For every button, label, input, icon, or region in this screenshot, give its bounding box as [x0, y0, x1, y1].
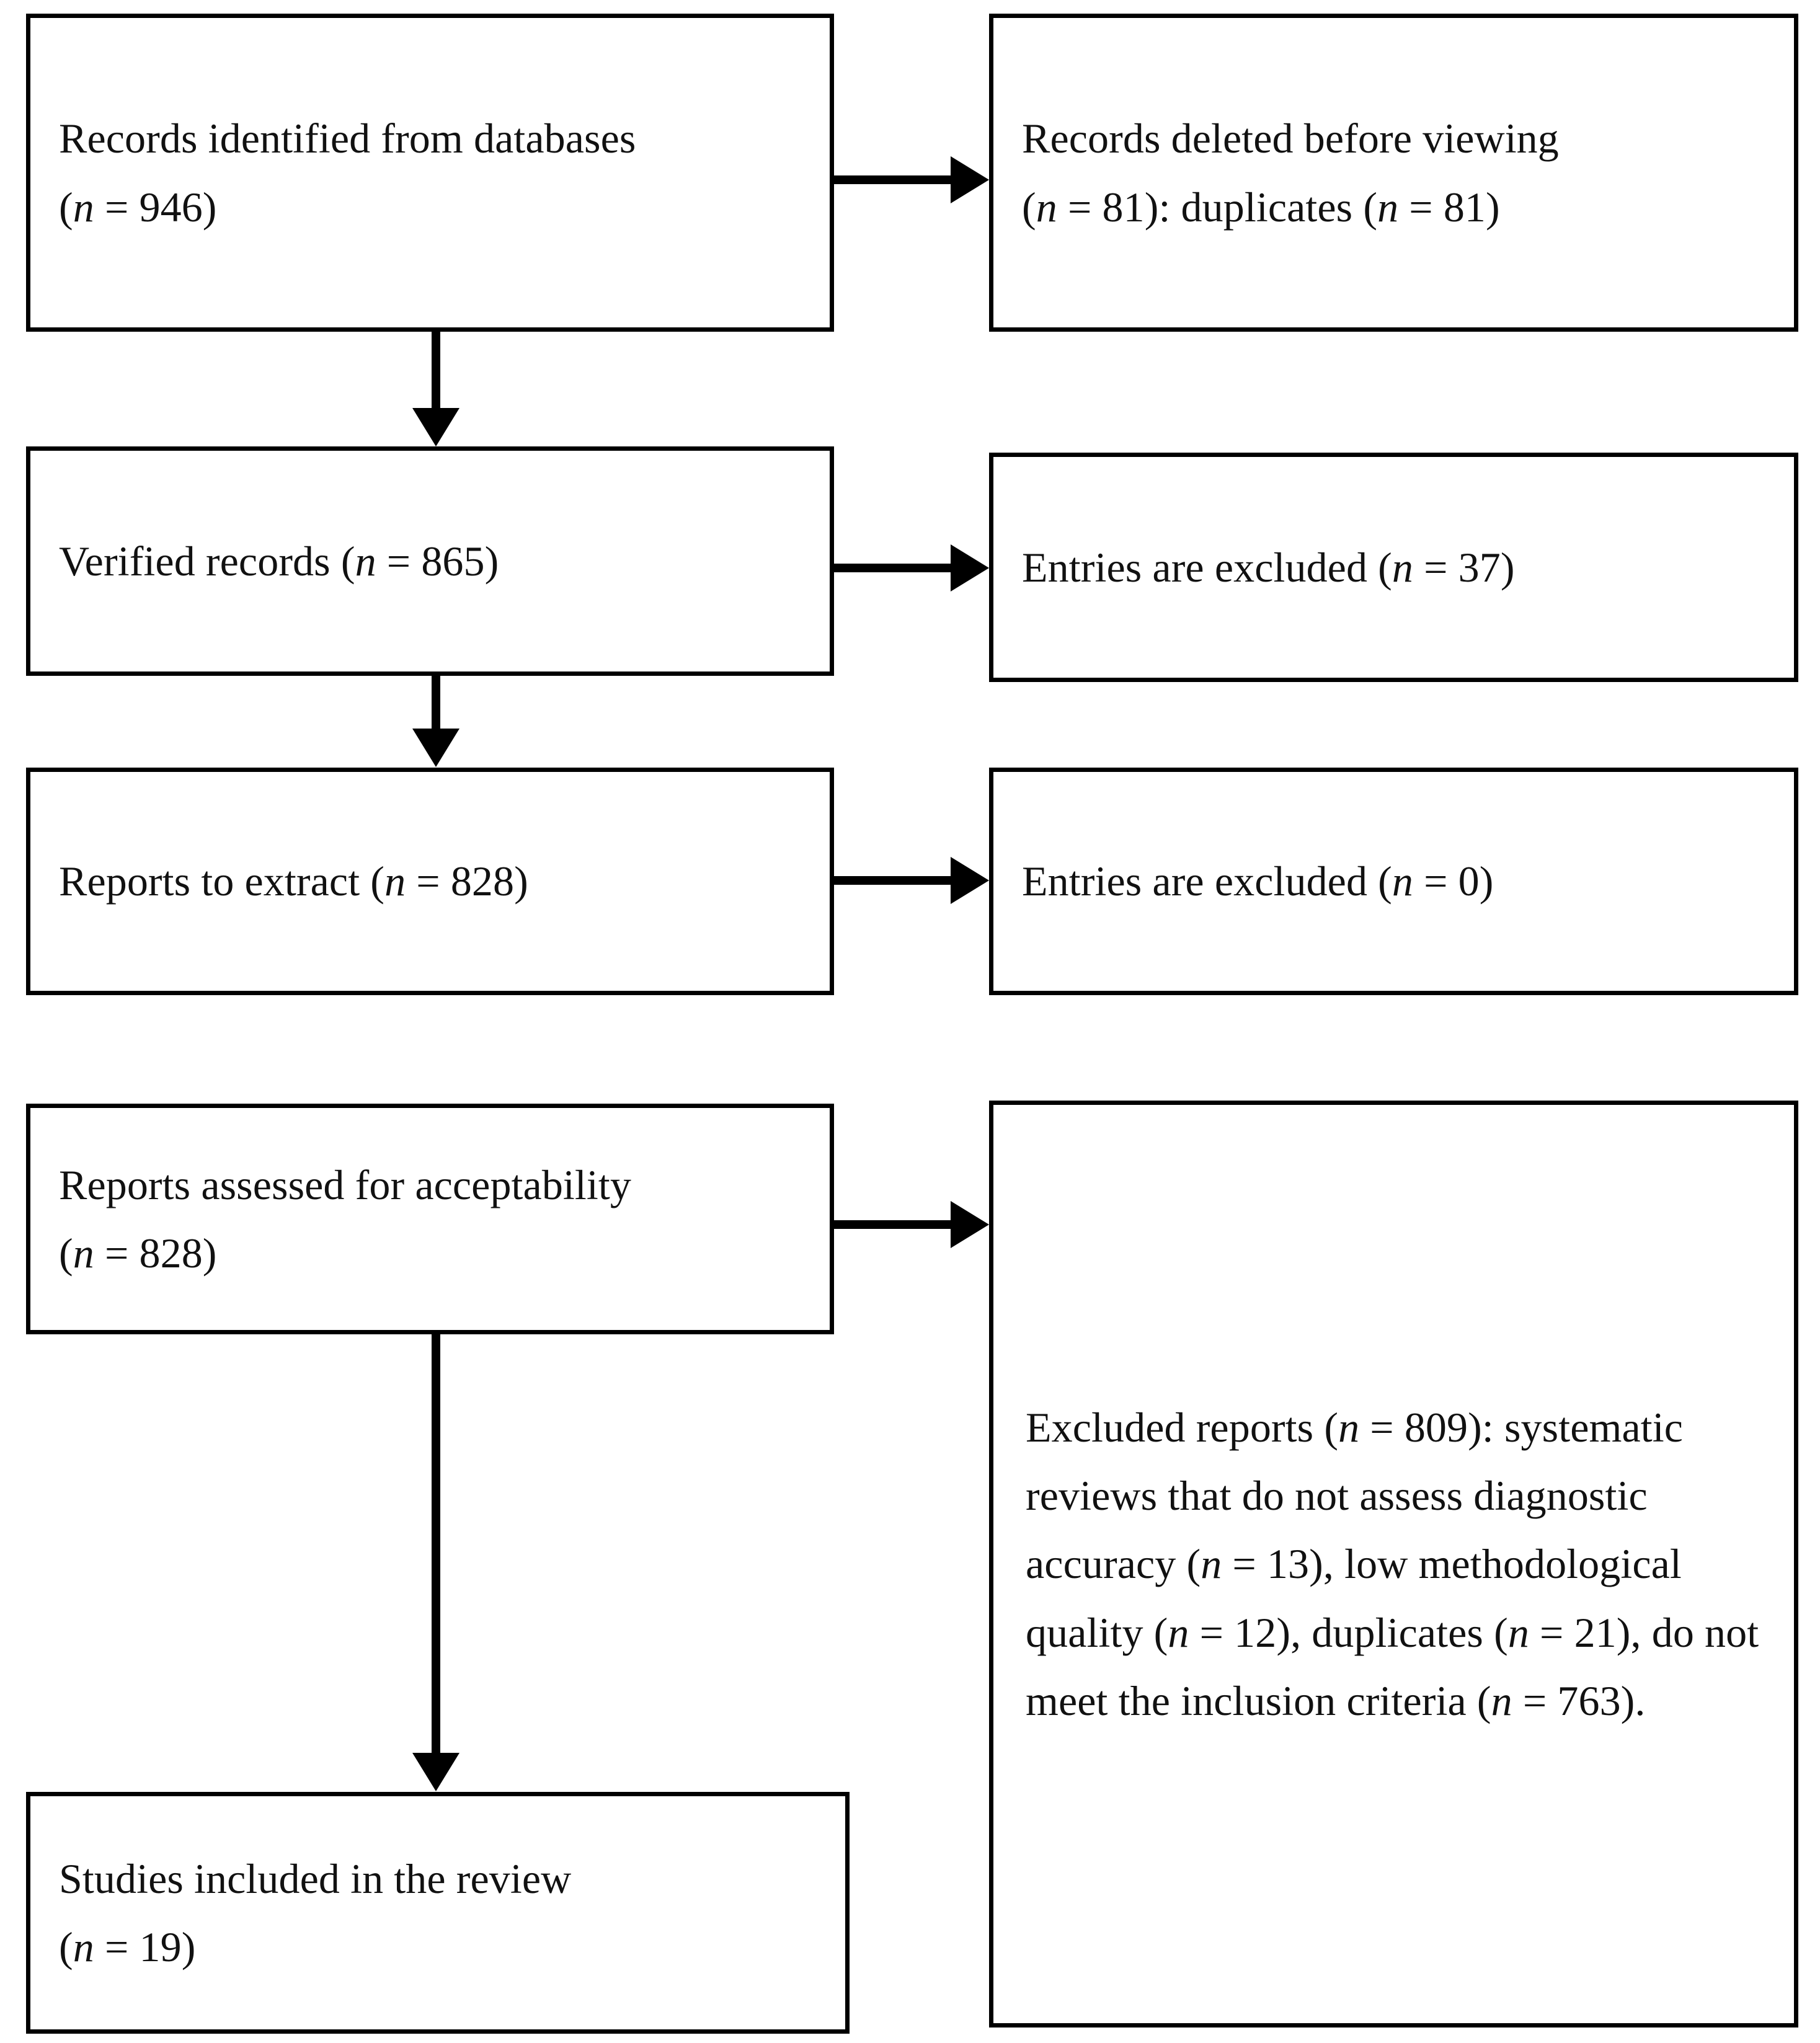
verified-records-label: Verified records (: [59, 537, 355, 585]
node-verified-records: Verified records (n = 865): [26, 446, 834, 676]
connector-extract-to-excluded-2-line: [834, 876, 952, 885]
node-reports-to-extract-text: Reports to extract (n = 828): [30, 847, 830, 915]
node-reports-to-extract: Reports to extract (n = 828): [26, 768, 834, 995]
node-reports-assessed-text: Reports assessed for acceptability (n = …: [30, 1151, 830, 1287]
excluded-reports-seg4: = 12), duplicates (: [1189, 1608, 1508, 1656]
node-entries-excluded-1-text: Entries are excluded (n = 37): [993, 533, 1794, 601]
records-deleted-n-symbol: n: [1036, 183, 1057, 231]
records-identified-count: = 946): [94, 183, 217, 231]
studies-included-n-symbol: n: [73, 1923, 94, 1970]
excluded-reports-n-symbol-3: n: [1168, 1608, 1189, 1656]
excluded-reports-n-symbol-5: n: [1491, 1677, 1512, 1724]
records-identified-paren-open: (: [59, 183, 73, 231]
connector-verified-to-excluded-1-arrowhead: [951, 544, 989, 592]
records-deleted-duplicates-count: = 81): [1398, 183, 1500, 231]
records-identified-n-symbol: n: [73, 183, 94, 231]
connector-identified-to-deleted-line: [834, 175, 952, 184]
connector-assessed-to-excluded-reports-line: [834, 1220, 952, 1229]
entries-excluded-2-n-symbol: n: [1392, 858, 1414, 905]
records-identified-line1: Records identified from databases: [59, 115, 636, 162]
connector-identified-to-verified-arrowhead: [412, 408, 459, 446]
connector-verified-to-excluded-1-line: [834, 564, 952, 572]
records-deleted-line1: Records deleted before viewing: [1022, 115, 1559, 162]
excluded-reports-seg6: = 763).: [1512, 1677, 1646, 1724]
connector-assessed-to-included-line: [432, 1334, 440, 1756]
excluded-reports-n-symbol-4: n: [1507, 1608, 1529, 1656]
node-excluded-reports: Excluded reports (n = 809): systematic r…: [989, 1101, 1798, 2027]
entries-excluded-2-label: Entries are excluded (: [1022, 858, 1392, 905]
reports-to-extract-label: Reports to extract (: [59, 858, 385, 905]
node-excluded-reports-text: Excluded reports (n = 809): systematic r…: [993, 1393, 1794, 1735]
connector-assessed-to-included-arrowhead: [412, 1753, 459, 1791]
node-verified-records-text: Verified records (n = 865): [30, 527, 830, 595]
entries-excluded-1-n-symbol: n: [1392, 543, 1414, 591]
studies-included-line1: Studies included in the review: [59, 1855, 572, 1902]
reports-assessed-line1: Reports assessed for acceptability: [59, 1161, 631, 1208]
entries-excluded-1-count: = 37): [1413, 543, 1515, 591]
connector-assessed-to-excluded-reports-arrowhead: [951, 1201, 989, 1248]
node-records-deleted: Records deleted before viewing (n = 81):…: [989, 14, 1798, 332]
reports-to-extract-count: = 828): [406, 858, 528, 905]
node-entries-excluded-2-text: Entries are excluded (n = 0): [993, 847, 1794, 915]
reports-to-extract-n-symbol: n: [384, 858, 406, 905]
excluded-reports-seg2: = 809): systematic reviews that do not a…: [1026, 1404, 1684, 1588]
records-deleted-n-symbol-2: n: [1377, 183, 1399, 231]
node-records-identified-text: Records identified from databases (n = 9…: [30, 104, 830, 241]
connector-verified-to-extract-arrowhead: [412, 729, 459, 767]
node-entries-excluded-2: Entries are excluded (n = 0): [989, 768, 1798, 995]
node-reports-assessed: Reports assessed for acceptability (n = …: [26, 1104, 834, 1334]
records-deleted-paren-open: (: [1022, 183, 1036, 231]
verified-records-count: = 865): [376, 537, 499, 585]
node-studies-included: Studies included in the review (n = 19): [26, 1792, 850, 2034]
reports-assessed-paren-open: (: [59, 1230, 73, 1277]
excluded-reports-seg5: = 21), do not meet the inclusion criteri…: [1026, 1608, 1759, 1724]
connector-verified-to-extract-line: [432, 676, 440, 732]
node-records-deleted-text: Records deleted before viewing (n = 81):…: [993, 104, 1794, 241]
excluded-reports-seg1: Excluded reports (: [1026, 1404, 1339, 1451]
excluded-reports-n-symbol-2: n: [1201, 1540, 1222, 1588]
node-studies-included-text: Studies included in the review (n = 19): [30, 1845, 845, 1981]
records-deleted-count: = 81): duplicates (: [1057, 183, 1378, 231]
studies-included-paren-open: (: [59, 1923, 73, 1970]
connector-identified-to-verified-line: [432, 332, 440, 411]
excluded-reports-seg3: = 13), low methodological quality (: [1026, 1540, 1682, 1656]
entries-excluded-2-count: = 0): [1413, 858, 1494, 905]
node-entries-excluded-1: Entries are excluded (n = 37): [989, 453, 1798, 682]
reports-assessed-count: = 828): [94, 1230, 217, 1277]
verified-records-n-symbol: n: [355, 537, 376, 585]
node-records-identified: Records identified from databases (n = 9…: [26, 14, 834, 332]
entries-excluded-1-label: Entries are excluded (: [1022, 543, 1392, 591]
connector-extract-to-excluded-2-arrowhead: [951, 857, 989, 904]
connector-identified-to-deleted-arrowhead: [951, 156, 989, 203]
reports-assessed-n-symbol: n: [73, 1230, 94, 1277]
studies-included-count: = 19): [94, 1923, 196, 1970]
excluded-reports-n-symbol-1: n: [1338, 1404, 1360, 1451]
